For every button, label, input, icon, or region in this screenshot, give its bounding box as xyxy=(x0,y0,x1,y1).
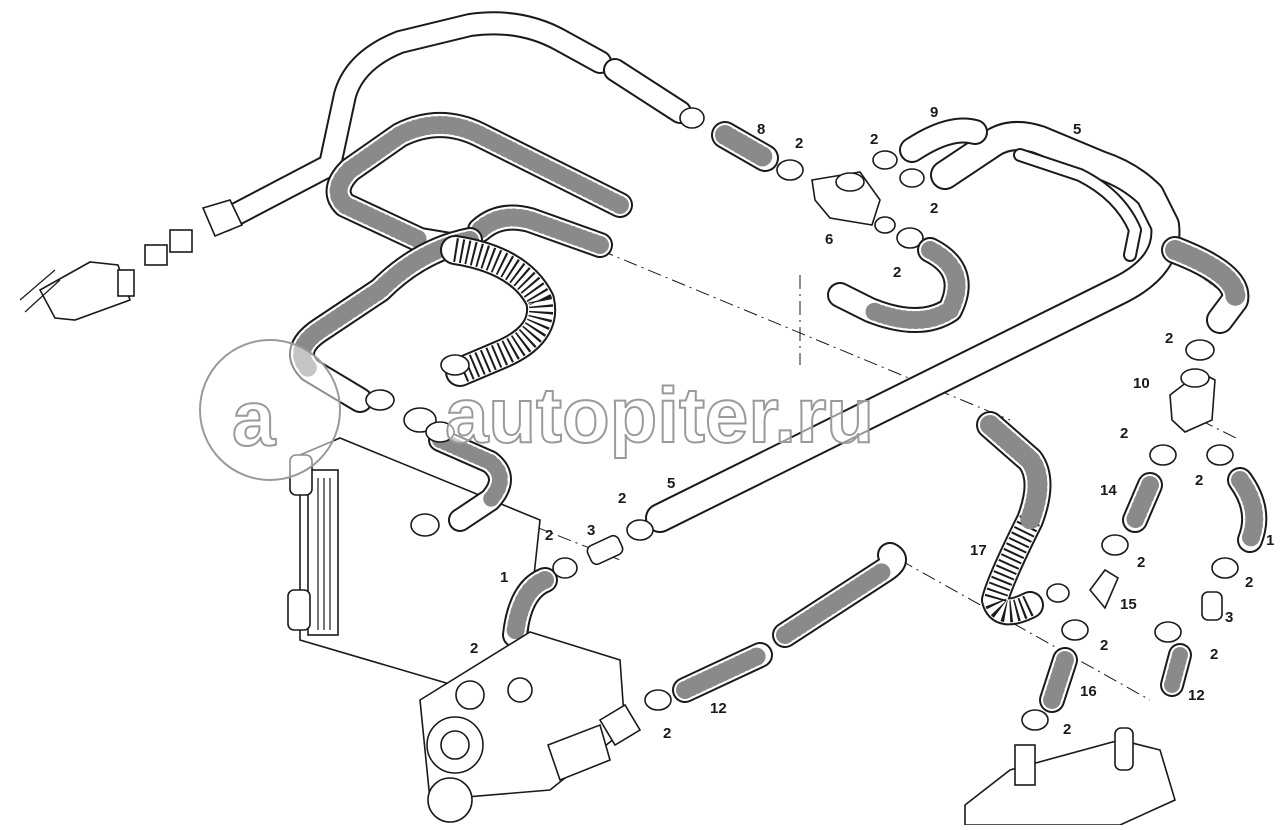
callout-label: 2 xyxy=(893,264,901,281)
watermark: a autopiter.ru xyxy=(199,339,875,481)
callout-label: 3 xyxy=(1225,609,1233,626)
callout-label: 2 xyxy=(663,725,671,742)
callout-label: 16 xyxy=(1080,683,1097,700)
callout-label: 14 xyxy=(1100,482,1117,499)
watermark-logo-letter: a xyxy=(232,374,276,462)
callout-label: 5 xyxy=(667,475,675,492)
valve-10-branches xyxy=(1021,339,1268,731)
lower-hose-12 xyxy=(644,542,907,711)
callout-label: 3 xyxy=(587,522,595,539)
left-sensor xyxy=(19,199,244,321)
callout-label: 1 xyxy=(1266,532,1274,549)
callout-label: 2 xyxy=(1165,330,1173,347)
callout-label: 2 xyxy=(1063,721,1071,738)
callout-label: 9 xyxy=(930,104,938,121)
expansion-tank xyxy=(964,727,1176,826)
callout-label: 10 xyxy=(1133,375,1150,392)
callout-label: 2 xyxy=(1100,637,1108,654)
callout-label: 2 xyxy=(1210,646,1218,663)
callout-label: 2 xyxy=(795,135,803,152)
callout-label: 2 xyxy=(618,490,626,507)
callout-label: 2 xyxy=(470,640,478,657)
callout-label: 6 xyxy=(825,231,833,248)
callout-labels: 8 2 2 9 5 2 6 2 2 10 2 14 2 1 2 2 15 3 2… xyxy=(470,104,1274,742)
callout-label: 2 xyxy=(1120,425,1128,442)
watermark-text: autopiter.ru xyxy=(445,371,874,459)
corrugated-hose-17 xyxy=(976,411,1052,626)
hose-8-valve-6 xyxy=(679,107,988,333)
callout-label: 5 xyxy=(1073,121,1081,138)
engine-block xyxy=(419,631,642,823)
callout-label: 8 xyxy=(757,121,765,138)
callout-label: 2 xyxy=(545,527,553,544)
callout-label: 17 xyxy=(970,542,987,559)
corrugated-hose-upper xyxy=(440,235,557,387)
left-connector-cluster xyxy=(365,354,470,537)
watermark-logo-circle xyxy=(199,339,341,481)
callout-label: 2 xyxy=(1245,574,1253,591)
callout-label: 2 xyxy=(1137,554,1145,571)
branch-hose-to-10 xyxy=(1161,236,1250,334)
callout-label: 12 xyxy=(1188,687,1205,704)
callout-label: 2 xyxy=(1195,472,1203,489)
callout-label: 12 xyxy=(710,700,727,717)
upper-heater-pipe xyxy=(213,11,692,232)
callout-label: 15 xyxy=(1120,596,1137,613)
callout-label: 2 xyxy=(870,131,878,148)
radiator-inlet-hose xyxy=(428,428,512,532)
callout-label: 1 xyxy=(500,569,508,586)
callout-label: 2 xyxy=(930,200,938,217)
